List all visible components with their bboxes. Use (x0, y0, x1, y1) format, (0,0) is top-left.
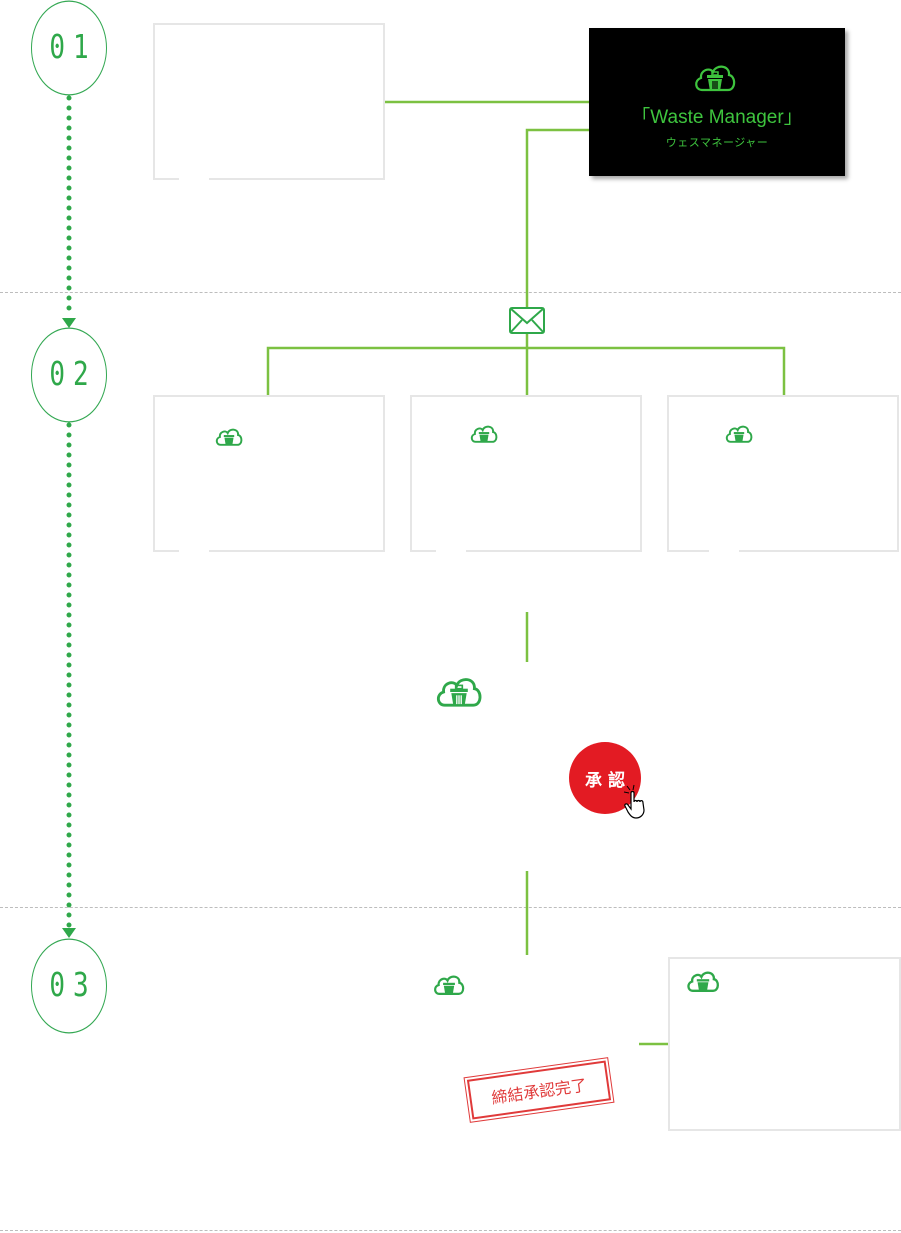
cloud-trash-icon (434, 975, 465, 995)
connector-line (525, 128, 601, 308)
recipient-box (410, 395, 642, 556)
step-01-circle: 01 (31, 0, 107, 96)
arrow-down-icon (62, 928, 76, 938)
step-02-circle: 02 (31, 327, 107, 423)
section-divider (0, 292, 901, 293)
cloud-trash-icon (687, 971, 719, 992)
waste-manager-panel: 「Waste Manager」 ウェスマネージャー (589, 28, 845, 176)
approve-button[interactable]: 承認 (569, 742, 641, 814)
arrow-down-icon (62, 318, 76, 328)
section-divider (0, 1230, 901, 1231)
cloud-trash-icon (470, 425, 498, 443)
cloud-trash-icon (695, 65, 736, 92)
hand-pointer-icon (623, 784, 645, 819)
section-divider (0, 907, 901, 908)
step-03-circle: 03 (31, 938, 107, 1034)
recipient-box (153, 395, 385, 556)
waste-manager-title: 「Waste Manager」 (631, 107, 803, 128)
recipient-box (667, 395, 899, 556)
envelope-icon (509, 307, 545, 334)
cloud-trash-icon (215, 428, 243, 446)
waste-manager-subtitle: ウェスマネージャー (665, 136, 769, 149)
cloud-trash-icon (725, 425, 753, 443)
cloud-trash-icon (436, 678, 482, 707)
step1-box (153, 23, 385, 184)
